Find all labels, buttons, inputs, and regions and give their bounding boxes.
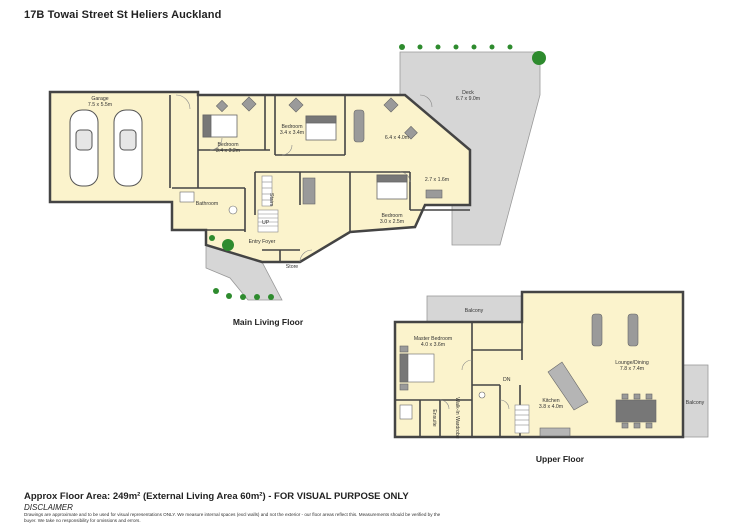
walkin-name: Walk-In Wardrobe xyxy=(454,397,460,439)
footer: Approx Floor Area: 249m² (External Livin… xyxy=(24,491,724,524)
upper-floor-label: Upper Floor xyxy=(536,454,585,464)
bedroom2-size: 3.4 x 3.4m xyxy=(280,130,304,136)
garage-name: Garage xyxy=(91,96,108,102)
main-beds xyxy=(202,114,408,200)
living-main-size: 6.4 x 4.0m xyxy=(385,135,409,141)
upper-doors xyxy=(439,359,510,410)
main-doors xyxy=(175,94,433,263)
bedroom2-name: Bedroom xyxy=(281,124,302,130)
upper-stairs xyxy=(514,404,530,434)
ensuite-name: Ensuite xyxy=(431,409,437,426)
main-floor-outline xyxy=(48,90,472,264)
bedroom1-size: 3.4 x 3.2m xyxy=(216,148,240,154)
master-size: 4.0 x 3.6m xyxy=(421,342,445,348)
deck-size: 6.7 x 9.0m xyxy=(456,96,480,102)
lounge-size: 7.8 x 7.4m xyxy=(620,366,644,372)
garage-cars xyxy=(69,109,143,187)
master-name: Master Bedroom xyxy=(414,336,452,342)
balcony-top-name: Balcony xyxy=(465,308,484,314)
disclaimer-title: DISCLAIMER xyxy=(24,503,73,512)
disclaimer-text: Drawings are approximate and to be used … xyxy=(24,512,441,523)
bedroom3-name: Bedroom xyxy=(381,213,402,219)
entry-name: Entry Foyer xyxy=(249,239,276,245)
lounge-name: Lounge/Dining xyxy=(615,360,649,366)
kitchen-size: 3.8 x 4.0m xyxy=(539,404,563,410)
garage-size: 7.5 x 5.5m xyxy=(88,102,112,108)
main-furniture xyxy=(179,96,443,215)
main-stairs xyxy=(257,175,279,233)
study-size: 2.7 x 1.6m xyxy=(425,177,449,183)
stairs-small-label: Stairs xyxy=(268,193,274,207)
bedroom3-size: 3.0 x 2.5m xyxy=(380,219,404,225)
main-plants xyxy=(209,44,546,300)
upper-balcony-top xyxy=(426,295,523,323)
store-name: Store xyxy=(286,264,299,270)
stair-dn-label: DN xyxy=(503,377,511,383)
floor-area-summary: Approx Floor Area: 249m² (External Livin… xyxy=(24,491,409,502)
upper-furniture xyxy=(399,313,657,437)
balcony-right-name: Balcony xyxy=(686,400,705,406)
upper-balcony-right xyxy=(681,364,709,438)
main-interior-walls xyxy=(169,95,470,262)
bathroom-name: Bathroom xyxy=(196,201,219,207)
main-floor-label: Main Living Floor xyxy=(233,317,304,327)
stair-up-label: UP xyxy=(262,220,270,226)
kitchen-name: Kitchen xyxy=(542,398,559,404)
plan-title: 17B Towai Street St Heliers Auckland xyxy=(24,9,222,21)
bedroom1-name: Bedroom xyxy=(217,142,238,148)
deck-name: Deck xyxy=(462,90,474,96)
